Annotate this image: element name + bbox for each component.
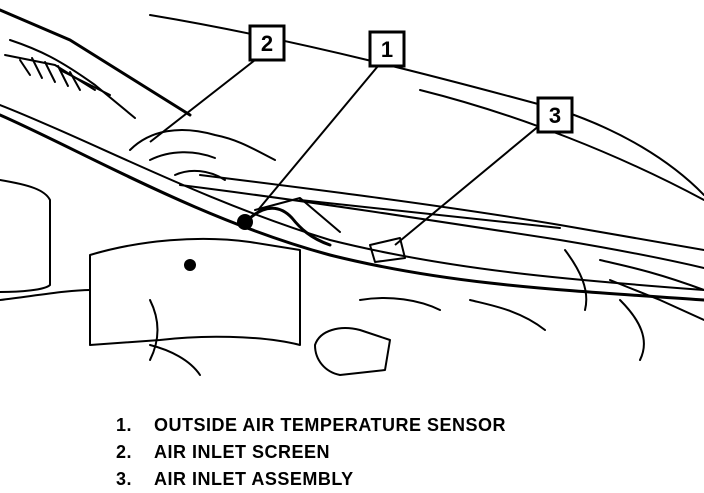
hood-edge — [149, 14, 704, 201]
legend-item-number: 1. — [116, 415, 133, 435]
air-inlet-diagram: 1 2 3 — [0, 8, 704, 376]
air-inlet-screen-part — [129, 129, 276, 181]
callout-2-number: 2 — [261, 31, 273, 56]
callout-3-number: 3 — [549, 103, 561, 128]
right-bracket — [599, 259, 704, 361]
legend-item-number: 3. — [116, 469, 133, 489]
callout-3: 3 — [536, 96, 574, 134]
leader-line-2 — [149, 59, 256, 143]
legend-item: 1. OUTSIDE AIR TEMPERATURE SENSOR — [116, 412, 506, 439]
callout-1-number: 1 — [381, 37, 393, 62]
leader-line-1 — [257, 65, 379, 211]
legend-item: 3. AIR INLET ASSEMBLY — [116, 466, 506, 493]
legend-item-label: AIR INLET ASSEMBLY — [154, 469, 354, 489]
legend-item-label: OUTSIDE AIR TEMPERATURE SENSOR — [154, 415, 507, 435]
callout-2: 2 — [248, 24, 286, 62]
legend-item: 2. AIR INLET SCREEN — [116, 439, 506, 466]
windshield-wiper — [0, 8, 192, 119]
leader-line-3 — [394, 124, 541, 246]
legend-item-number: 2. — [116, 442, 133, 462]
air-inlet-assembly-part — [369, 237, 406, 263]
outside-air-temperature-sensor-part — [184, 197, 341, 271]
firewall-left — [0, 179, 301, 376]
cowl-panel — [0, 104, 704, 311]
callout-1: 1 — [368, 30, 406, 68]
connector-part — [314, 297, 546, 376]
legend-item-label: AIR INLET SCREEN — [154, 442, 331, 462]
parts-legend: 1. OUTSIDE AIR TEMPERATURE SENSOR 2. AIR I… — [116, 412, 506, 493]
